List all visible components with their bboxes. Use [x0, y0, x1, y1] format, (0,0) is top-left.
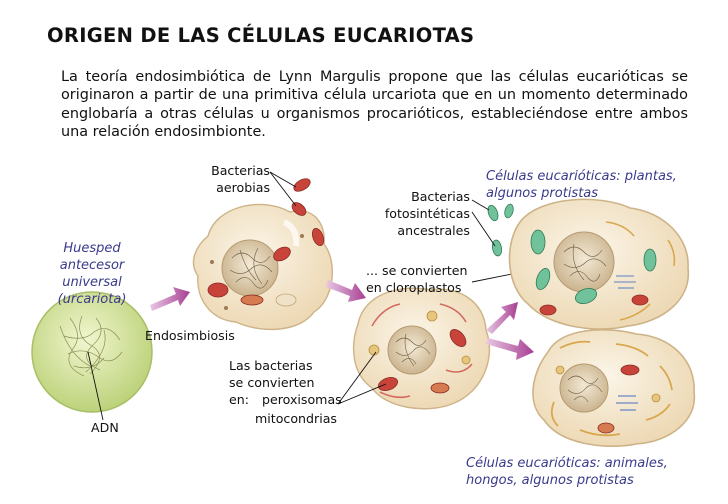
- animal-cells-caption: Células eucarióticas: animales, hongos, …: [466, 456, 668, 488]
- chloroplast-label: ... se convierten en cloroplastos: [366, 263, 468, 295]
- intro-paragraph: La teoría endosimbiótica de Lynn Marguli…: [61, 69, 688, 141]
- endoplasmic-reticulum: [371, 303, 473, 399]
- dna-pointer: [87, 351, 104, 421]
- photosynthetic-bacteria: [487, 203, 514, 257]
- aerobic-pointers: [269, 171, 297, 207]
- arrow-endosymbiosis: [150, 287, 190, 311]
- host-dna-strands: [59, 315, 123, 377]
- nucleus-chromatin: [229, 247, 273, 289]
- arrow-to-plant-cell: [486, 302, 518, 334]
- organelle-pointers: [337, 351, 387, 405]
- endosymbiosis-label: Endosimbiosis: [145, 328, 235, 343]
- plant-cells-caption: Células eucarióticas: plantas, algunos p…: [486, 169, 677, 201]
- mitochondrion: [207, 282, 229, 298]
- peroxisomes-label: peroxisomas: [262, 392, 342, 407]
- plant-cell: [508, 198, 690, 330]
- arrow-mitochondria: [326, 280, 366, 302]
- middle-cell: [352, 287, 491, 410]
- bacteria-become-label: Las bacterias se convierten en:: [229, 358, 315, 407]
- arrow-to-animal-cell: [486, 338, 534, 360]
- mitochondria-label: mitocondrias: [255, 411, 337, 426]
- host-cell: [31, 291, 153, 413]
- animal-cell: [532, 329, 696, 447]
- page-title: ORIGEN DE LAS CÉLULAS EUCARIOTAS: [47, 24, 475, 47]
- host-label: Huesped antecesor universal (urcariota): [57, 241, 127, 307]
- dna-label: ADN: [91, 420, 119, 435]
- peroxisome: [368, 344, 380, 356]
- chloroplast: [530, 229, 546, 255]
- aerobic-bacteria: [291, 178, 325, 247]
- aerobic-bacteria-label: Bacterias aerobias: [211, 163, 270, 195]
- photosynthetic-pointers: [471, 199, 496, 247]
- engulfing-cell: [192, 203, 333, 331]
- photosynthetic-bacteria-label: Bacterias fotosintéticas ancestrales: [384, 189, 470, 238]
